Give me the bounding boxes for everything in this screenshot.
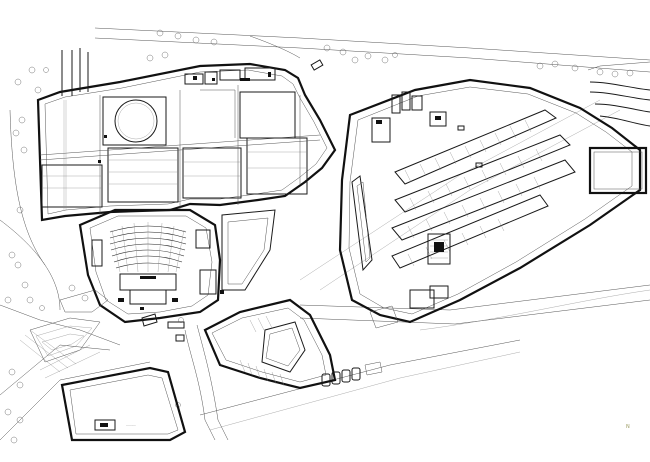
trees [4, 29, 634, 444]
lower-parking-lot: .......... [60, 366, 187, 442]
east-pavilion [587, 61, 650, 195]
misc-details [140, 59, 483, 342]
lower-lot-label: .......... [126, 423, 136, 427]
auditorium [78, 208, 276, 324]
main-building [36, 48, 337, 222]
terraced-landscape [19, 289, 109, 379]
north-mark: N [626, 424, 630, 430]
central-court [203, 298, 383, 390]
main-parking-lot [338, 78, 642, 329]
